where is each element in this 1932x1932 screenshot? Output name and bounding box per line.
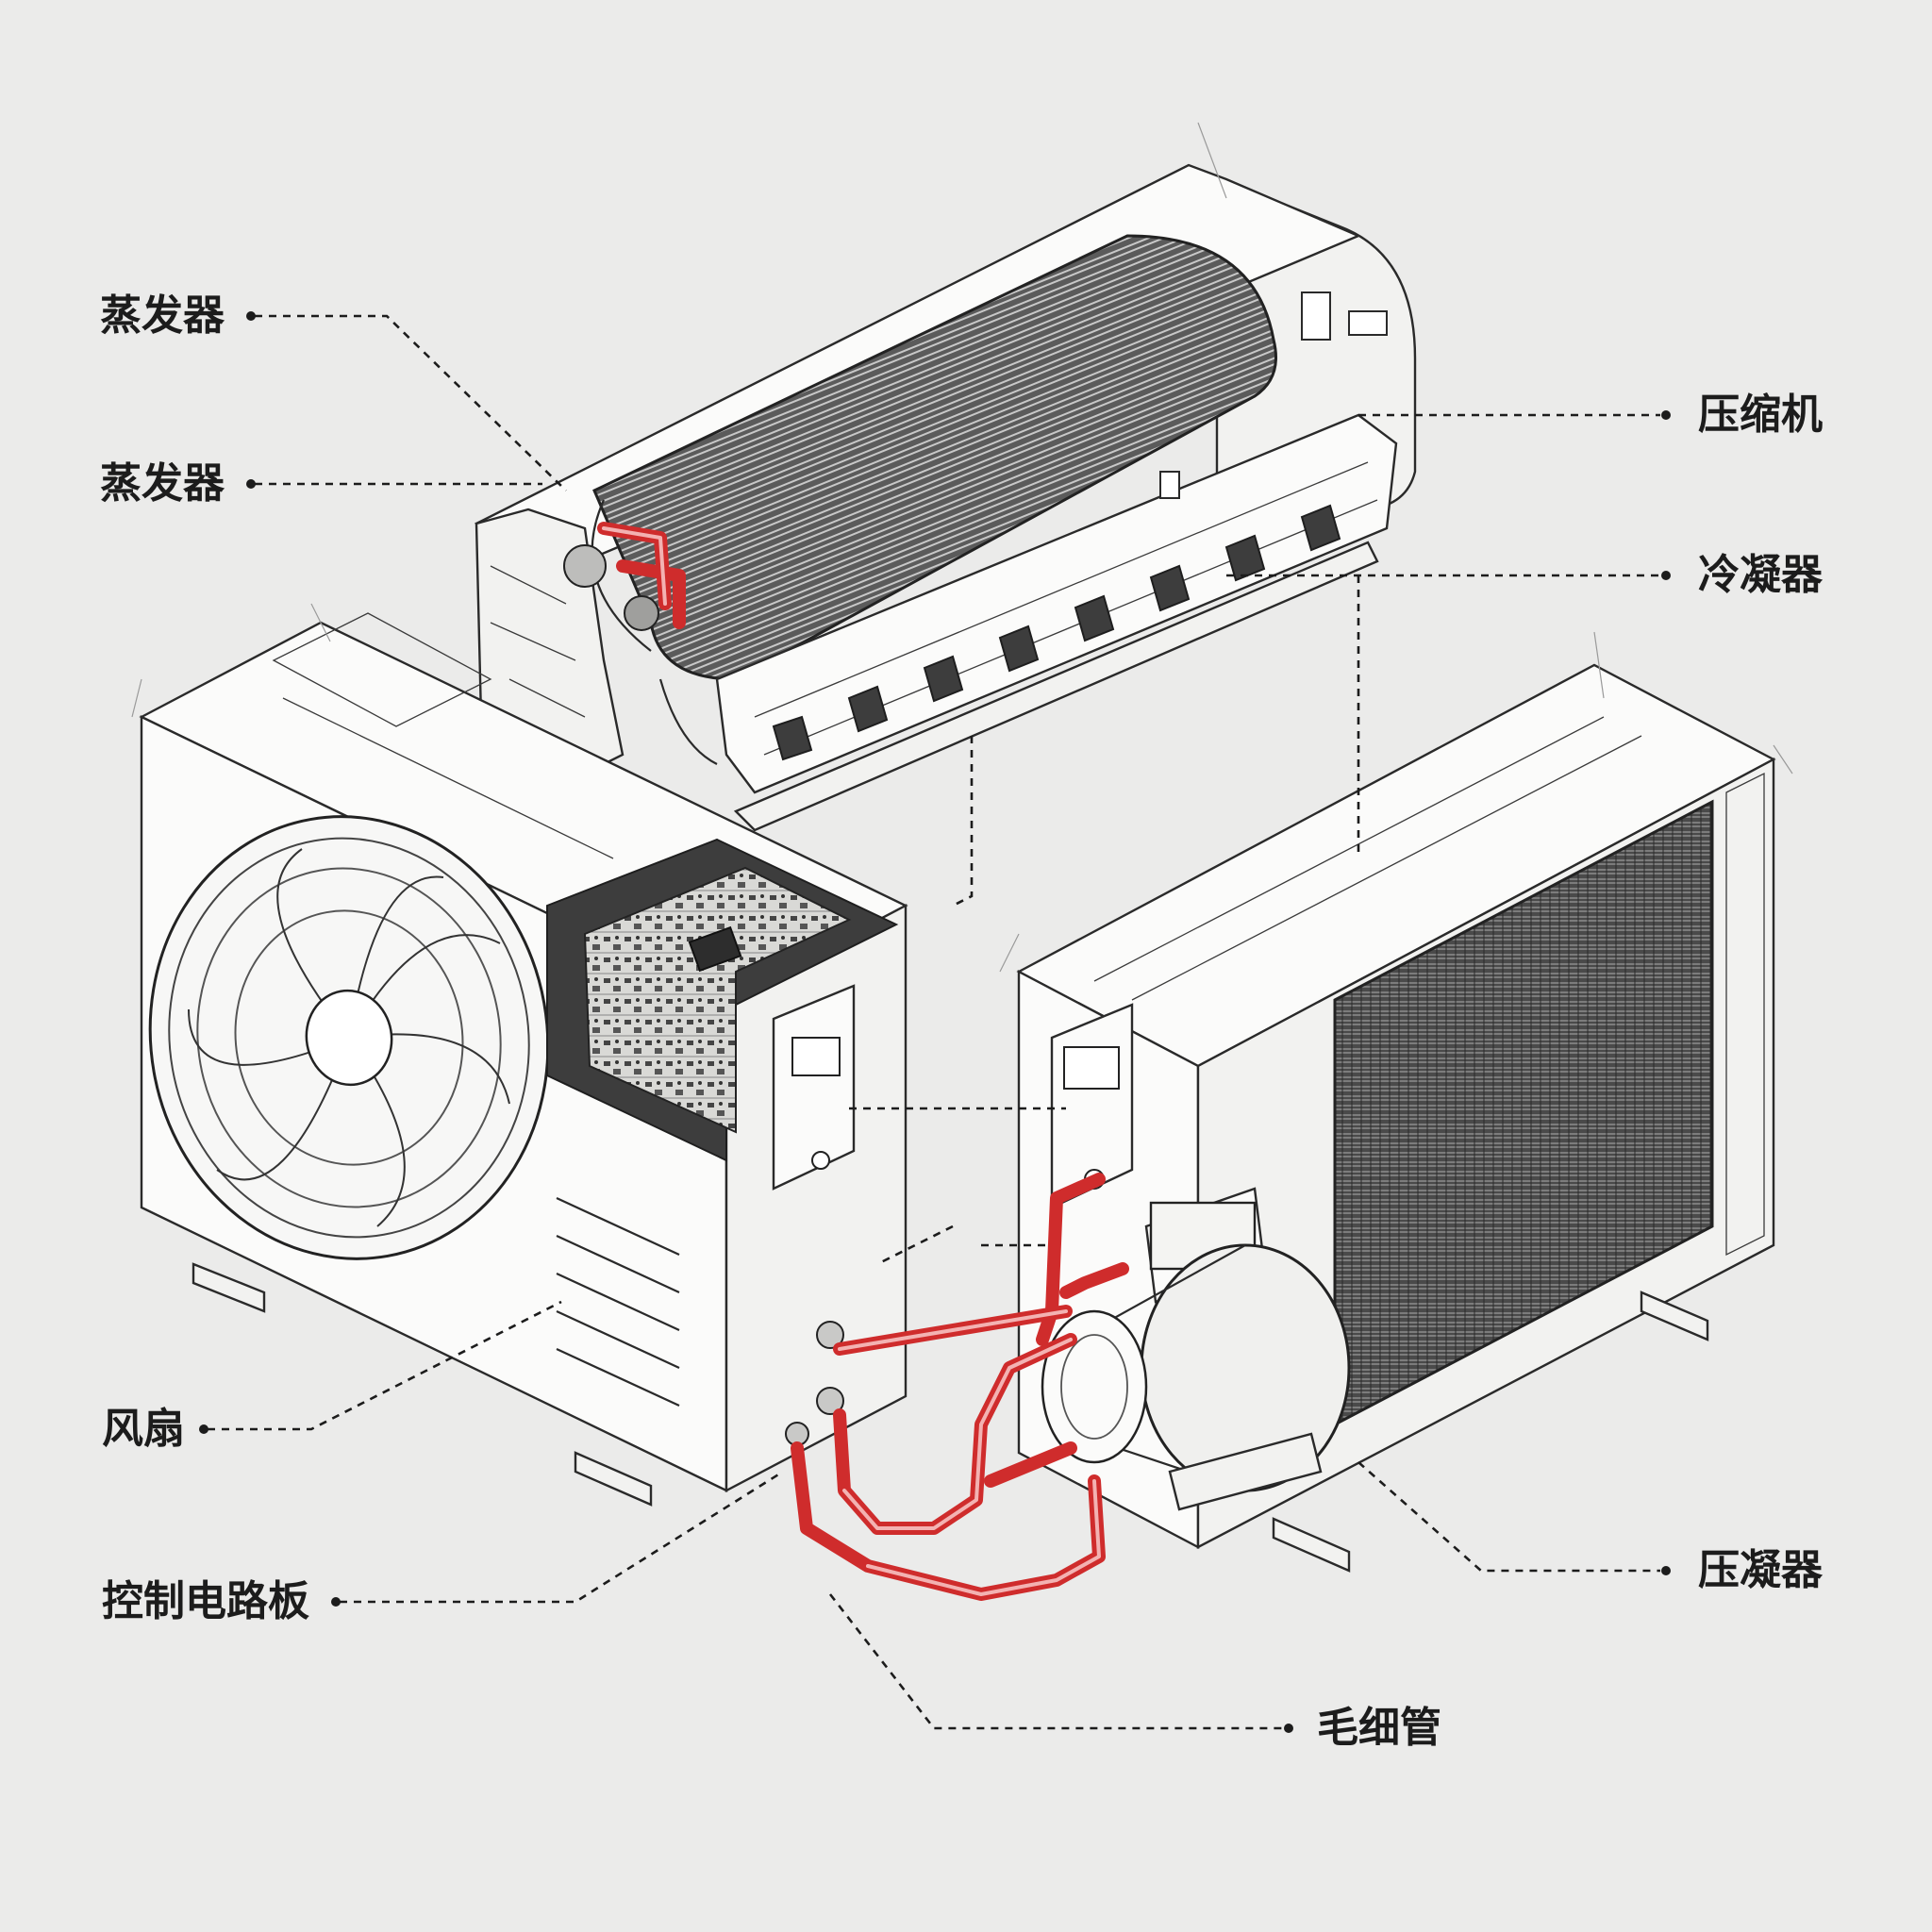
service-valve-2 xyxy=(816,1387,844,1415)
leader-fan xyxy=(208,1300,562,1431)
left-unit-side-panel xyxy=(772,984,856,1191)
fan-assembly xyxy=(148,815,550,1260)
leader-pressure-condenser xyxy=(1357,1461,1660,1573)
service-valve-1 xyxy=(816,1321,844,1349)
fan-hub xyxy=(305,989,393,1087)
leader-lines xyxy=(208,314,1660,1730)
label-evaporator-mid: 蒸发器 xyxy=(100,459,225,508)
outdoor-unit-left xyxy=(139,612,908,1507)
leader-evaporator-top xyxy=(255,314,567,491)
left-unit-vents xyxy=(556,1197,680,1407)
pcb-chip xyxy=(688,925,742,973)
indoor-unit xyxy=(475,163,1417,832)
label-condenser: 冷凝器 xyxy=(1698,551,1823,599)
control-circuit-board xyxy=(583,866,852,1134)
indoor-louvers xyxy=(772,504,1341,761)
leader-indoor-to-pcb xyxy=(952,736,974,908)
label-pressure-condenser: 压凝器 xyxy=(1698,1546,1823,1594)
evaporator-coil xyxy=(592,234,1277,681)
label-capillary-tube: 毛细管 xyxy=(1317,1704,1441,1752)
compressor-unit xyxy=(1041,1187,1351,1511)
label-control-board: 控制电路板 xyxy=(102,1577,309,1625)
condenser-coil xyxy=(1333,799,1714,1427)
indoor-unit-flap xyxy=(733,541,1379,832)
indoor-display-window xyxy=(1301,291,1331,341)
leader-capillary xyxy=(828,1593,1283,1730)
label-compressor: 压缩机 xyxy=(1698,391,1823,439)
construction-marks xyxy=(131,122,1793,973)
outdoor-unit-right xyxy=(1016,663,1776,1573)
label-fan: 风扇 xyxy=(102,1405,185,1453)
label-evaporator-top: 蒸发器 xyxy=(100,291,225,340)
leader-control-board xyxy=(340,1470,784,1604)
leader-dots xyxy=(199,311,1671,1733)
refrigerant-pipes xyxy=(791,1173,1129,1601)
